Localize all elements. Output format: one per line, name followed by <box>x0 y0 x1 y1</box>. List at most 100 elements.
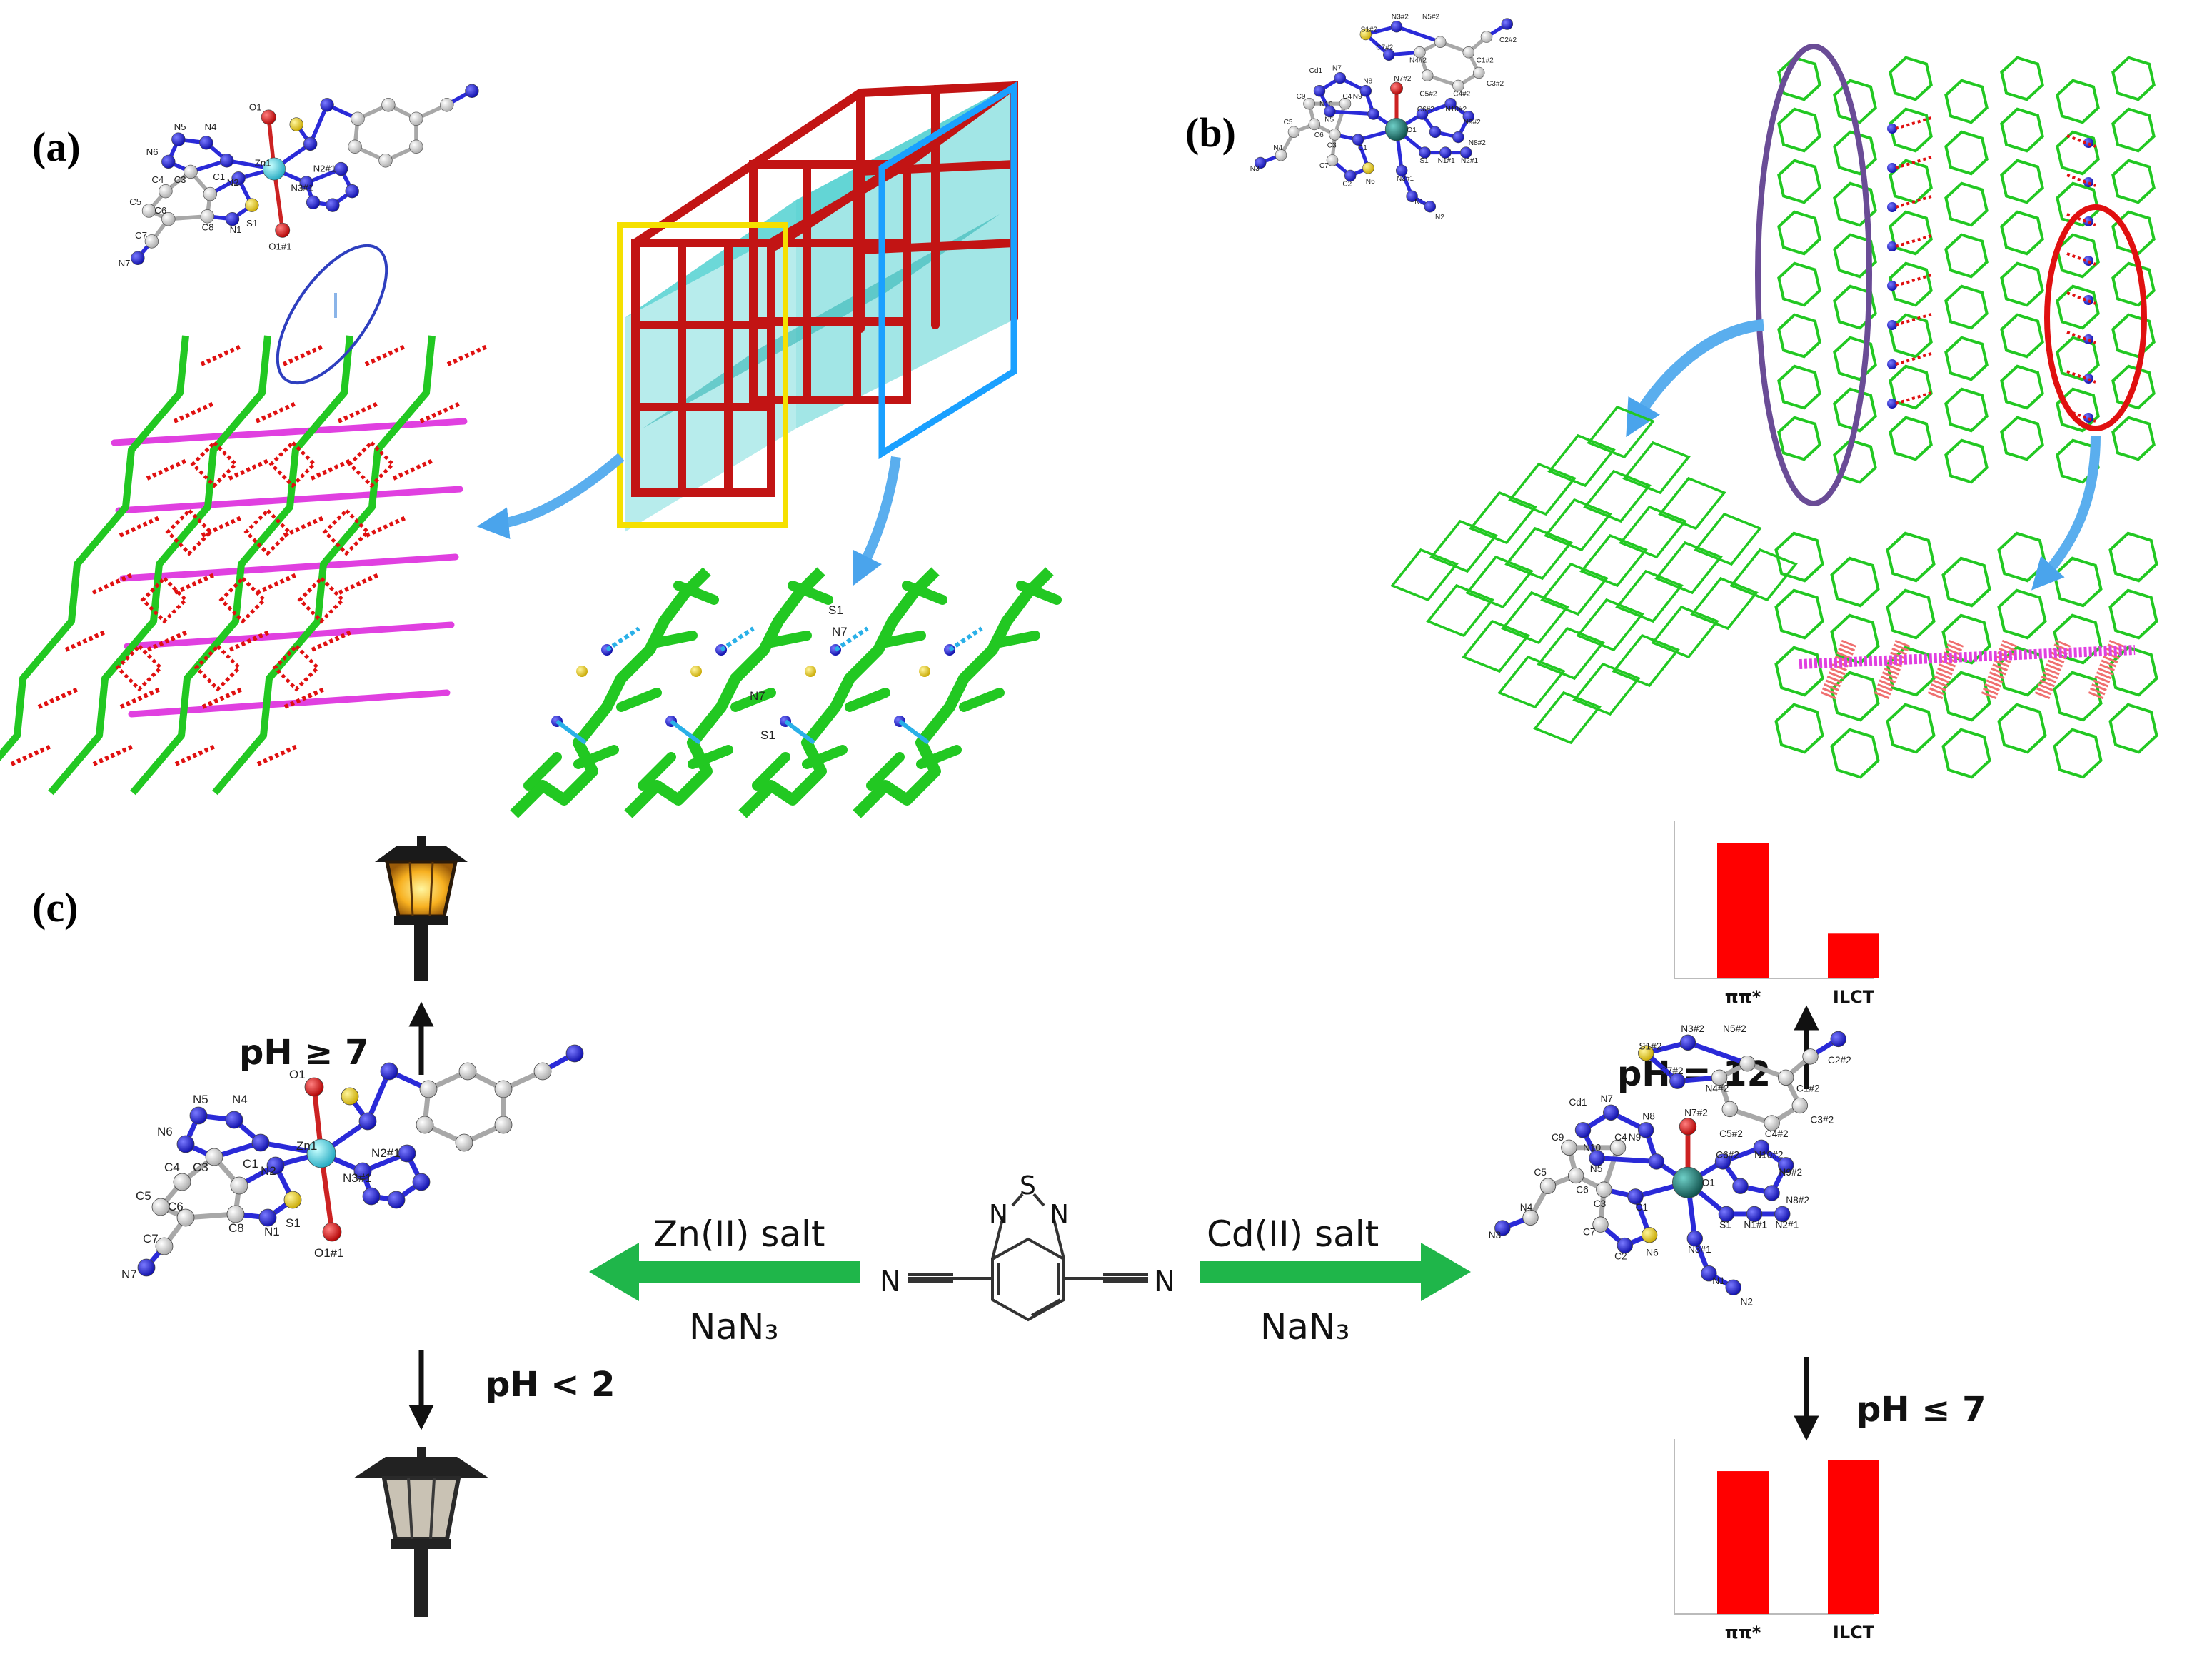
hydrogen-bond <box>146 458 188 481</box>
net-ring <box>2111 313 2156 359</box>
atom <box>378 154 393 168</box>
net-ring <box>2053 671 2103 722</box>
nitrogen-atom <box>2083 374 2093 384</box>
net-ring <box>1774 646 1824 697</box>
chalcogen-bond <box>898 719 930 745</box>
atom <box>1254 156 1267 169</box>
atom-label: N3#2 <box>1681 1023 1704 1034</box>
atom-label: N5 <box>174 121 186 132</box>
atom <box>565 1044 584 1063</box>
atom <box>1568 1167 1584 1184</box>
atom <box>1617 1237 1633 1254</box>
atom <box>161 154 176 169</box>
atom <box>348 139 362 154</box>
btd-nitrogen-right: N <box>1154 1265 1175 1298</box>
stack-branch <box>995 631 1040 648</box>
hbond-ring <box>193 643 242 692</box>
net-ring <box>1777 364 1821 410</box>
atom-label: Cd1 <box>1569 1097 1587 1108</box>
atom-label: N5#2 <box>1422 13 1439 21</box>
net-ring <box>2000 56 2044 101</box>
atom <box>1329 129 1341 141</box>
net-ring <box>1944 181 1989 227</box>
ligand-chain <box>212 335 436 796</box>
sheet-cell <box>1658 476 1726 531</box>
net-ring <box>1774 588 1824 640</box>
sheet-cell <box>1426 583 1494 638</box>
atom-label: S1 <box>760 728 775 742</box>
zn-reagent-label: Zn(II) salt <box>653 1213 825 1255</box>
atom-label: C1#2 <box>1796 1083 1820 1093</box>
arrow-to-cd-net <box>1626 319 1764 438</box>
atom <box>1718 1206 1735 1223</box>
net-ring <box>2056 79 2100 124</box>
atom <box>1287 126 1300 139</box>
net-ring <box>1777 159 1821 204</box>
stack-branch <box>902 581 947 605</box>
sheet-cell <box>1469 491 1537 545</box>
net-ring <box>1889 107 1933 153</box>
atom <box>1721 1101 1738 1118</box>
sheet-cell <box>1612 633 1680 688</box>
atom <box>455 1133 473 1152</box>
atom-label: N1 <box>1712 1275 1725 1286</box>
hydrogen-bond <box>173 401 215 423</box>
panel-a-label: (a) <box>32 124 81 170</box>
bar-category-label: ππ* <box>1725 987 1761 1007</box>
atom <box>261 109 276 125</box>
atom-label: N9 <box>1629 1132 1642 1143</box>
net-ring <box>2000 313 2044 359</box>
atom <box>381 98 396 112</box>
stack-chain <box>510 567 711 818</box>
atom <box>1444 97 1457 110</box>
atom <box>1424 200 1437 213</box>
nitrogen-atom <box>2083 256 2093 266</box>
atom-label: C1 <box>1358 144 1367 152</box>
atom <box>419 1080 438 1098</box>
atom <box>1429 126 1442 139</box>
atom-label: S1 <box>286 1216 301 1230</box>
sheet-cell <box>1533 691 1602 745</box>
panel-c-label: (c) <box>32 884 78 931</box>
hydrogen-bond <box>201 687 243 709</box>
net-ring <box>1833 336 1877 381</box>
atom <box>161 212 176 226</box>
net-ring <box>1833 387 1877 433</box>
hydrogen-bond <box>310 458 352 481</box>
bond <box>308 103 329 146</box>
net-ring <box>2056 181 2100 227</box>
atom <box>171 132 186 146</box>
atom <box>1452 79 1464 92</box>
atom <box>289 117 303 131</box>
atom <box>1641 1227 1658 1243</box>
cd-2d-sheet <box>1390 405 1798 745</box>
atom-label: N1 <box>230 224 242 235</box>
atom <box>380 1062 398 1081</box>
atom <box>155 1237 174 1255</box>
cd-3d-network <box>1774 56 2158 779</box>
net-ring <box>1944 79 1989 124</box>
sheet-cell <box>1622 441 1691 495</box>
atom <box>1574 1122 1592 1138</box>
atom <box>251 1133 270 1152</box>
net-ring <box>1777 107 1821 153</box>
atom-label: C5 <box>136 1189 151 1203</box>
nitrogen-atom <box>1887 320 1897 330</box>
pi-link <box>128 689 451 718</box>
street-lamp-off-icon <box>353 1447 489 1617</box>
net-ring <box>2111 159 2156 204</box>
hydrogen-bond <box>2066 409 2096 423</box>
atom-label: C3 <box>174 174 186 185</box>
atom-label: C6 <box>1576 1185 1589 1196</box>
net-ring <box>1777 261 1821 307</box>
zn-reaction-arrow <box>589 1243 860 1301</box>
stack-branch <box>673 581 719 605</box>
atom-label: N3 <box>1489 1230 1502 1241</box>
atom-label: C3#2 <box>1487 80 1504 88</box>
atom-label: N6 <box>146 146 159 157</box>
atom-label: N9#2 <box>1779 1167 1802 1178</box>
atom <box>1459 146 1472 159</box>
atom <box>304 1077 324 1097</box>
hydrogen-bond <box>10 744 52 766</box>
